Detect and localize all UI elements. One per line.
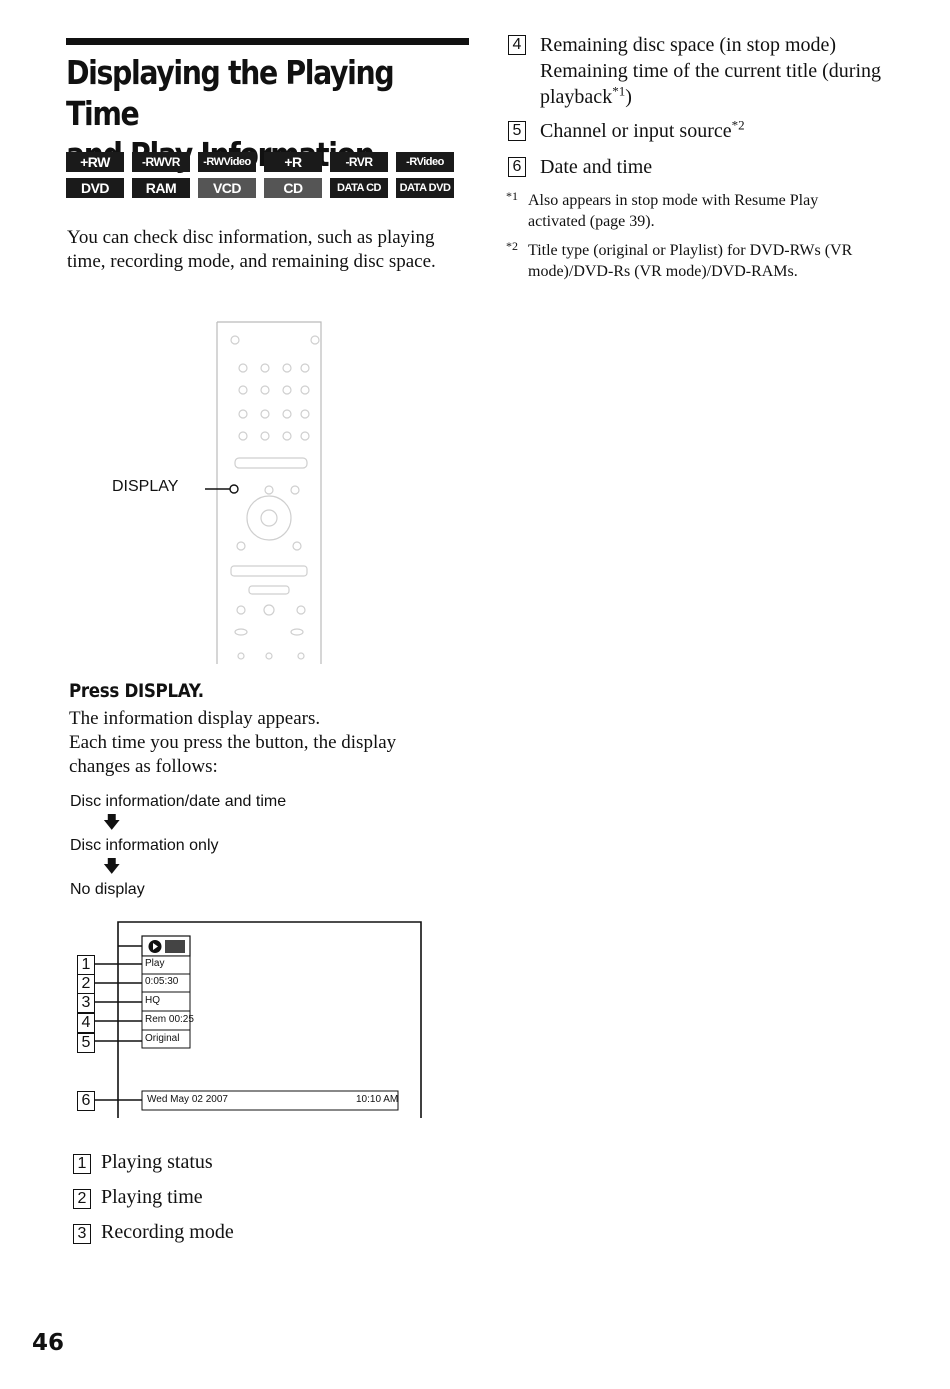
step-title: Press DISPLAY. <box>69 680 204 702</box>
legend-item: 2 Playing time <box>73 1185 203 1209</box>
footnote: *1 Also appears in stop mode with Resume… <box>506 189 906 232</box>
legend-number: 5 <box>508 121 526 141</box>
disc-badge: DATA CD <box>330 178 388 198</box>
display-date: Wed May 02 2007 <box>147 1094 228 1105</box>
legend-item-6: 6 Date and time <box>508 154 928 182</box>
display-row-remaining: Rem 00:25 <box>145 1014 194 1025</box>
disc-badge: -RVR <box>330 152 388 172</box>
callout-6: 6 <box>77 1091 95 1111</box>
sequence-item: Disc information/date and time <box>70 793 287 810</box>
step-line: The information display appears. <box>69 708 321 729</box>
page-number: 46 <box>32 1330 65 1356</box>
disc-badge: CD <box>264 178 322 198</box>
legend-item-4: 4 Remaining disc space (in stop mode) Re… <box>508 32 928 112</box>
disc-badge: +RW <box>66 152 124 172</box>
legend-number: 1 <box>73 1154 91 1174</box>
legend-number: 4 <box>508 35 526 55</box>
legend-text: Remaining time of the current title (dur… <box>540 60 882 82</box>
callout-1: 1 <box>77 955 95 975</box>
legend-number: 6 <box>508 157 526 177</box>
display-row-title-type: Original <box>145 1033 180 1044</box>
play-disc-icon <box>145 938 187 954</box>
legend-text: Channel or input source*2 <box>540 117 745 142</box>
disc-badge: -RWVR <box>132 152 190 172</box>
info-display-diagram <box>94 921 422 1118</box>
legend-item-5: 5 Channel or input source*2 <box>508 118 928 146</box>
footnote-text: activated (page 39). <box>528 213 655 230</box>
intro-text: You can check disc information, such as … <box>67 227 436 272</box>
legend-text: Recording mode <box>101 1221 234 1243</box>
section-rule <box>66 38 469 45</box>
disc-badge: VCD <box>198 178 256 198</box>
step-line: Each time you press the button, the disp… <box>69 732 397 753</box>
disc-badge: +R <box>264 152 322 172</box>
footnote: *2 Title type (original or Playlist) for… <box>506 239 906 282</box>
step-body: The information display appears. Each ti… <box>69 707 469 779</box>
legend-number: 3 <box>73 1224 91 1244</box>
remote-control-illustration <box>205 321 322 664</box>
legend-text: Remaining disc space (in stop mode) <box>540 34 837 56</box>
display-row-status: Play <box>145 958 165 969</box>
display-row-mode: HQ <box>145 995 160 1006</box>
callout-4: 4 <box>77 1013 95 1033</box>
footnote-mark: *1 <box>506 189 518 203</box>
footnote-text: Title type (original or Playlist) for DV… <box>528 242 853 259</box>
callout-3: 3 <box>77 993 95 1013</box>
legend-text: Playing status <box>101 1151 213 1173</box>
display-row-time: 0:05:30 <box>145 976 179 987</box>
legend-text: Playing time <box>101 1186 203 1208</box>
disc-badge: -RWVideo <box>198 152 256 172</box>
legend-text: Date and time <box>540 156 653 178</box>
sequence-item: No display <box>70 881 145 898</box>
legend-item: 1 Playing status <box>73 1150 213 1174</box>
legend-text: playback*1) <box>540 83 632 108</box>
disc-badges-row-1: +RW -RWVR -RWVideo +R -RVR -RVideo <box>66 152 466 172</box>
disc-badge: -RVideo <box>396 152 454 172</box>
callout-2: 2 <box>77 974 95 994</box>
footnote-mark: *2 <box>506 239 518 253</box>
callout-5: 5 <box>77 1033 95 1053</box>
legend-number: 2 <box>73 1189 91 1209</box>
sequence-item: Disc information only <box>70 837 219 854</box>
disc-badge: RAM <box>132 178 190 198</box>
disc-badges-row-2: DVD RAM VCD CD DATA CD DATA DVD <box>66 178 466 198</box>
disc-badge: DATA DVD <box>396 178 454 198</box>
title-line-1: Displaying the Playing Time <box>66 53 395 133</box>
display-time: 10:10 AM <box>356 1094 399 1105</box>
down-arrow-icon: 🡇 <box>103 857 121 876</box>
down-arrow-icon: 🡇 <box>103 813 121 832</box>
footnote-text: mode)/DVD-Rs (VR mode)/DVD-RAMs. <box>528 263 798 280</box>
footnote-text: Also appears in stop mode with Resume Pl… <box>528 192 819 209</box>
display-button-label: DISPLAY <box>112 478 179 495</box>
disc-badge: DVD <box>66 178 124 198</box>
legend-item: 3 Recording mode <box>73 1220 234 1244</box>
step-line: changes as follows: <box>69 756 218 777</box>
